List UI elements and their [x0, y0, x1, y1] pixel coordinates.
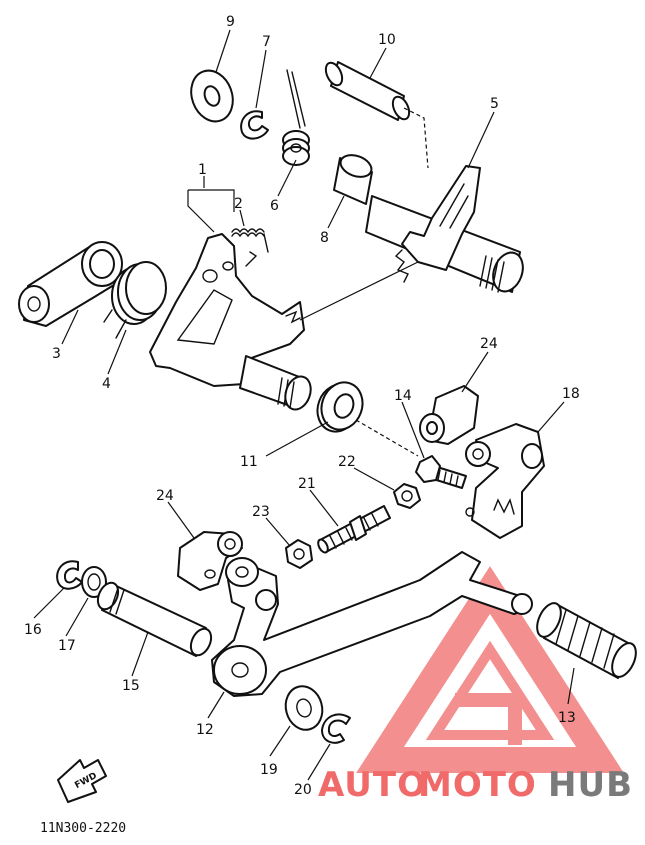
- leader-lines: [33, 29, 575, 781]
- fwd-arrow-icon: FWD: [57, 759, 107, 803]
- rod-21: [317, 505, 391, 554]
- callout-18: 18: [562, 386, 580, 402]
- watermark-text-auto: AUTO: [318, 765, 427, 805]
- callout-19: 19: [260, 762, 278, 778]
- bolt-14: [415, 455, 467, 489]
- joint-18: [465, 423, 545, 539]
- callout-12: 12: [196, 722, 214, 738]
- watermark-logo: [356, 566, 624, 773]
- callout-9: 9: [226, 14, 235, 30]
- callout-24-upper: 24: [480, 336, 498, 352]
- callout-20: 20: [294, 782, 312, 798]
- callout-numbers: 9 7 10 5 1 2 6 8 3 4 24 14 18 11 22 21 2…: [24, 14, 580, 798]
- diagram-code: 11N300-2220: [40, 821, 126, 836]
- callout-17: 17: [58, 638, 76, 654]
- watermark-text-hub: HUB: [548, 765, 633, 805]
- shift-pedal-12: [211, 551, 533, 697]
- rubber-13: [536, 602, 637, 679]
- callout-3: 3: [52, 346, 61, 362]
- watermark-text: AUTO MOTO HUB: [318, 765, 633, 805]
- callout-8: 8: [320, 230, 329, 246]
- circlip-16: [56, 560, 83, 590]
- shift-shaft-5: [365, 165, 524, 293]
- callout-1: 1: [198, 162, 207, 178]
- callout-24-lower: 24: [156, 488, 174, 504]
- callout-4: 4: [102, 376, 111, 392]
- callout-21: 21: [298, 476, 316, 492]
- callout-15: 15: [122, 678, 140, 694]
- watermark-text-moto: MOTO: [418, 765, 537, 805]
- joint-24-upper: [419, 385, 479, 445]
- callout-7: 7: [262, 34, 271, 50]
- callout-6: 6: [270, 198, 279, 214]
- spring-4: [103, 261, 167, 339]
- callout-13: 13: [558, 710, 576, 726]
- callout-16: 16: [24, 622, 42, 638]
- washer-17: [81, 566, 107, 598]
- pin-10: [324, 61, 411, 121]
- callout-22: 22: [338, 454, 356, 470]
- circlip-20: [321, 713, 351, 744]
- spring-6: [282, 69, 310, 166]
- shift-arm-assembly-1: [149, 233, 312, 411]
- circlip-7: [240, 110, 269, 140]
- washer-19: [284, 685, 324, 731]
- washer-9: [190, 69, 234, 123]
- callout-2: 2: [234, 196, 243, 212]
- pivot-pin-15: [96, 581, 213, 657]
- spring-2: [231, 228, 269, 253]
- joint-24-lower: [177, 531, 243, 591]
- collar-8: [333, 154, 373, 205]
- shift-arm-3: [18, 241, 123, 327]
- callout-5: 5: [490, 96, 499, 112]
- callout-10: 10: [378, 32, 396, 48]
- callout-23: 23: [252, 504, 270, 520]
- oil-seal-11: [316, 381, 364, 433]
- nut-22: [393, 483, 421, 509]
- callout-14: 14: [394, 388, 412, 404]
- nut-23: [285, 539, 313, 569]
- callout-11: 11: [240, 454, 258, 470]
